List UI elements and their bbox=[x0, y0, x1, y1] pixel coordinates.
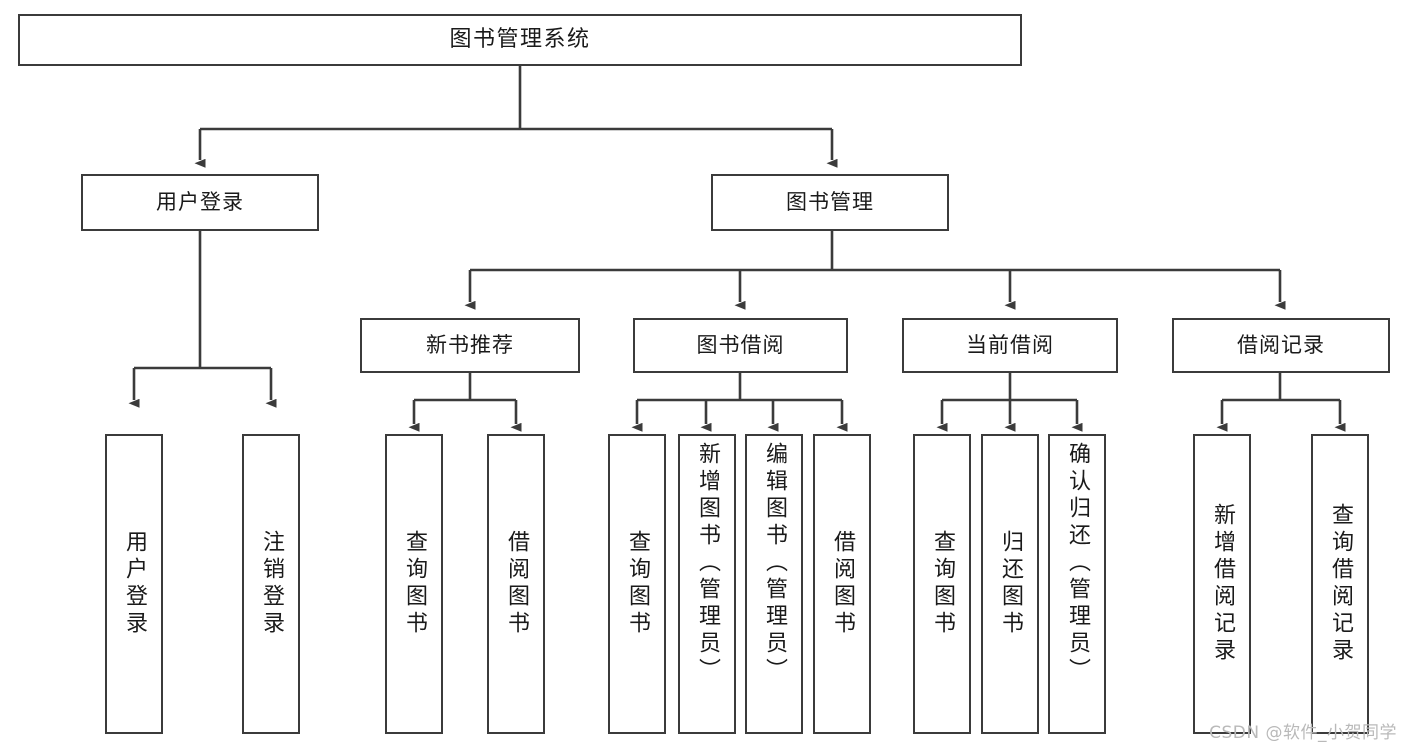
node-label: 编辑图书（管理员） bbox=[762, 442, 787, 685]
node-new-book-recommend[interactable]: 新书推荐 bbox=[360, 318, 580, 373]
node-label: 当前借阅 bbox=[966, 333, 1054, 358]
node-label: 借阅记录 bbox=[1237, 333, 1325, 358]
node-label: 用户登录 bbox=[156, 190, 244, 215]
leaf-query-book-current[interactable]: 查询图书 bbox=[913, 434, 971, 734]
leaf-logout-login[interactable]: 注销登录 bbox=[242, 434, 300, 734]
node-label: 查询借阅记录 bbox=[1328, 503, 1353, 665]
node-label: 借阅图书 bbox=[504, 530, 529, 638]
node-label: 查询图书 bbox=[930, 530, 955, 638]
leaf-add-book-admin[interactable]: 新增图书（管理员） bbox=[678, 434, 736, 734]
node-label: 查询图书 bbox=[402, 530, 427, 638]
node-label: 图书管理系统 bbox=[449, 26, 591, 52]
leaf-return-book[interactable]: 归还图书 bbox=[981, 434, 1039, 734]
node-label: 图书管理 bbox=[786, 190, 874, 215]
node-current-borrow[interactable]: 当前借阅 bbox=[902, 318, 1118, 373]
node-root-system[interactable]: 图书管理系统 bbox=[18, 14, 1022, 66]
node-label: 归还图书 bbox=[998, 530, 1023, 638]
node-label: 新增图书（管理员） bbox=[695, 442, 720, 685]
node-borrow-record[interactable]: 借阅记录 bbox=[1172, 318, 1390, 373]
node-user-login[interactable]: 用户登录 bbox=[81, 174, 319, 231]
node-book-borrow[interactable]: 图书借阅 bbox=[633, 318, 848, 373]
leaf-query-book-recommend[interactable]: 查询图书 bbox=[385, 434, 443, 734]
csdn-watermark: CSDN @软件_小贺同学 bbox=[1209, 723, 1397, 743]
leaf-confirm-return-admin[interactable]: 确认归还（管理员） bbox=[1048, 434, 1106, 734]
node-book-manage[interactable]: 图书管理 bbox=[711, 174, 949, 231]
leaf-borrow-book-recommend[interactable]: 借阅图书 bbox=[487, 434, 545, 734]
leaf-edit-book-admin[interactable]: 编辑图书（管理员） bbox=[745, 434, 803, 734]
leaf-user-login[interactable]: 用户登录 bbox=[105, 434, 163, 734]
leaf-add-borrow-record[interactable]: 新增借阅记录 bbox=[1193, 434, 1251, 734]
node-label: 用户登录 bbox=[122, 530, 147, 638]
node-label: 图书借阅 bbox=[696, 333, 785, 358]
node-label: 新增借阅记录 bbox=[1210, 503, 1235, 665]
node-label: 查询图书 bbox=[625, 530, 650, 638]
node-label: 新书推荐 bbox=[426, 333, 514, 358]
node-label: 借阅图书 bbox=[830, 530, 855, 638]
leaf-borrow-book[interactable]: 借阅图书 bbox=[813, 434, 871, 734]
node-label: 注销登录 bbox=[259, 530, 284, 638]
leaf-query-book-borrow[interactable]: 查询图书 bbox=[608, 434, 666, 734]
node-label: 确认归还（管理员） bbox=[1065, 442, 1090, 685]
leaf-query-borrow-record[interactable]: 查询借阅记录 bbox=[1311, 434, 1369, 734]
